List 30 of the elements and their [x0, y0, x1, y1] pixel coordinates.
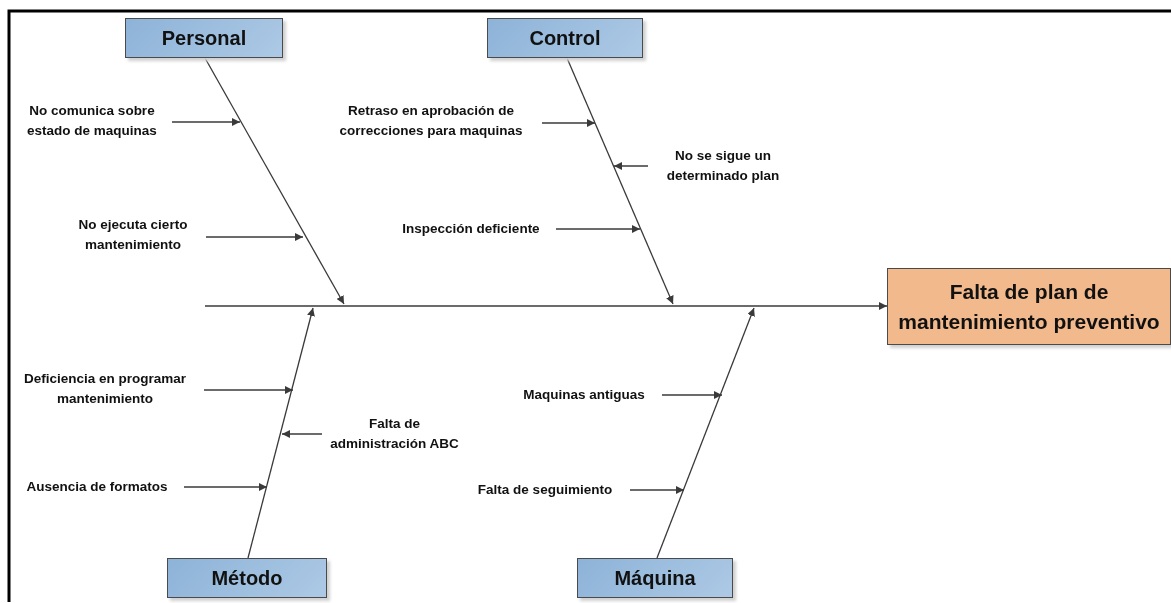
arrow	[661, 391, 723, 399]
category-box: Método	[167, 558, 327, 598]
arrow	[205, 233, 304, 241]
arrow	[613, 162, 649, 170]
category-box: Máquina	[577, 558, 733, 598]
cause-text: Falta de seguimiento	[460, 479, 630, 501]
cause-text: Ausencia de formatos	[10, 476, 184, 498]
arrow	[629, 486, 685, 494]
arrow	[203, 386, 294, 394]
effect-box: Falta de plan de mantenimiento preventivo	[887, 268, 1171, 345]
arrow	[183, 483, 268, 491]
cause-text: No se sigue un determinado plan	[648, 145, 798, 187]
bone-arrow	[204, 57, 345, 305]
cause-text: Retraso en aprobación de correcciones para maquinas	[320, 100, 542, 142]
category-box: Personal	[125, 18, 283, 58]
cause-text: Deficiencia en programar mantenimiento	[6, 368, 204, 410]
cause-text: Falta de administración ABC	[322, 413, 467, 455]
cause-text: Inspección deficiente	[386, 218, 556, 240]
arrow	[281, 430, 323, 438]
bone-arrow	[566, 57, 674, 305]
arrow	[171, 118, 241, 126]
arrow	[555, 225, 641, 233]
bone-arrow	[247, 307, 315, 559]
category-box: Control	[487, 18, 643, 58]
cause-text: Maquinas antiguas	[506, 384, 662, 406]
cause-text: No comunica sobre estado de maquinas	[12, 100, 172, 142]
arrow	[541, 119, 596, 127]
spine-arrow	[204, 302, 888, 310]
cause-text: No ejecuta cierto mantenimiento	[60, 214, 206, 256]
bone-arrow	[656, 307, 755, 559]
